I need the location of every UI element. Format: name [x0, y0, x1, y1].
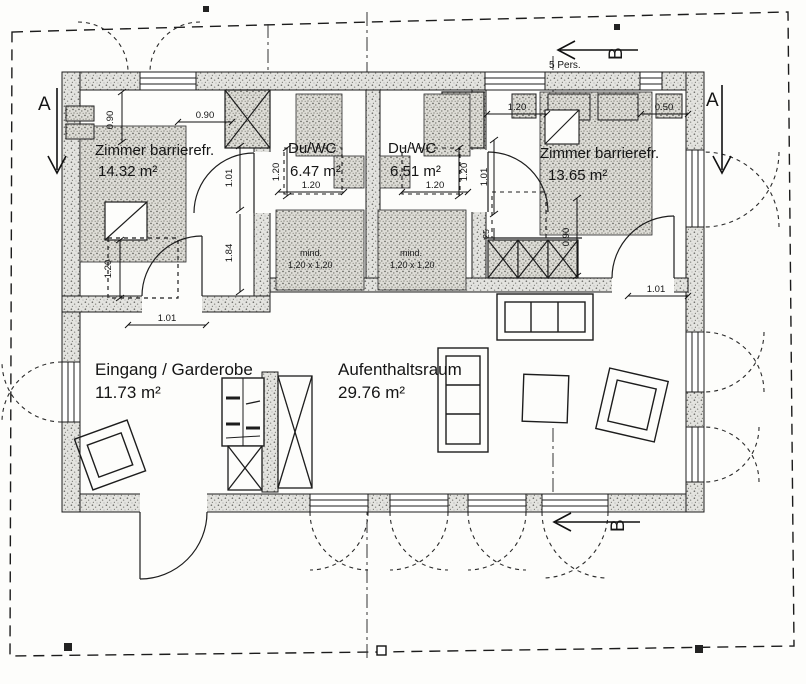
- clearance-zone-duwc-right: [401, 147, 461, 195]
- wc: [379, 155, 411, 189]
- clearance-area: [377, 209, 467, 291]
- shower: [295, 93, 343, 157]
- boundary-marker: [614, 24, 620, 30]
- dim-090-h-left: 0.90: [196, 110, 215, 121]
- garderobe-cabinet: [221, 377, 265, 447]
- dim-101-h-right: 1.01: [647, 284, 666, 295]
- room-label-living: Aufenthaltsraum: [338, 360, 462, 379]
- window: [389, 494, 449, 512]
- room-area-bedroom-left: 14.32 m²: [98, 163, 157, 180]
- clearance-zone-bedroom-right: [491, 191, 547, 239]
- sofa-left: [437, 347, 489, 453]
- room-label-bedroom-left: Zimmer barrierefr.: [95, 142, 214, 159]
- site-boundary: [9, 6, 795, 657]
- min-clearance-duwc-left-1: mind.: [300, 248, 322, 258]
- window: [686, 331, 704, 393]
- window: [62, 361, 80, 423]
- bed-right: [511, 91, 683, 236]
- boundary-marker: [64, 643, 72, 651]
- dim-25-wall: 25: [481, 229, 491, 239]
- clearance-zone-duwc-left: [283, 147, 343, 195]
- persons-note: 5 Pers.: [549, 60, 581, 71]
- dim-101-h-left: 1.01: [158, 313, 177, 324]
- sofa-top: [496, 293, 594, 341]
- table: [521, 373, 570, 424]
- exterior-door-swings: [1, 21, 780, 579]
- pillow: [597, 93, 639, 121]
- section-label-b-top: B: [606, 47, 627, 60]
- armchair-entrance: [73, 419, 147, 491]
- window: [639, 72, 663, 90]
- window: [686, 426, 704, 483]
- section-markers: [47, 40, 732, 532]
- room-label-entrance: Eingang / Garderobe: [95, 360, 253, 379]
- dim-120-duwc2-h: 1.20: [426, 180, 445, 191]
- room-area-living: 29.76 m²: [338, 383, 405, 402]
- entrance-wardrobe-x: [227, 375, 313, 491]
- nightstand: [65, 123, 95, 140]
- dimension-labels: 0.90 0.90 1.20 1.01 1.84 1.01 1.20 1.20 …: [103, 102, 673, 324]
- boundary-marker: [376, 645, 387, 656]
- window: [484, 72, 546, 90]
- section-label-a-left: A: [38, 94, 51, 115]
- clearance-zone-bedroom-left: [107, 237, 179, 299]
- min-clearance-duwc-left-2: 1,20 x 1,20: [288, 260, 333, 270]
- windows: [62, 72, 704, 512]
- room-area-bedroom-right: 13.65 m²: [548, 167, 607, 184]
- armchair-living: [594, 367, 670, 443]
- nightstand: [65, 105, 95, 122]
- dim-120-duwc1-h: 1.20: [302, 180, 321, 191]
- room-area-entrance: 11.73 m²: [95, 383, 161, 402]
- window: [686, 149, 704, 228]
- section-label-b-bottom: B: [608, 519, 629, 532]
- dim-120-bedleft: 1.20: [103, 260, 114, 279]
- min-clearance-duwc-right-1: mind.: [400, 248, 422, 258]
- dimension-lines: [115, 88, 692, 329]
- wc: [333, 155, 365, 189]
- window: [139, 72, 197, 90]
- duwc-right-fixtures: [377, 93, 471, 291]
- dim-101-v: 1.01: [224, 169, 235, 188]
- room-area-duwc-left: 6.47 m²: [290, 163, 341, 180]
- dim-120-duwc1-v: 1.20: [271, 163, 282, 182]
- room-label-duwc-left: Du/WC: [288, 140, 337, 157]
- dim-101-bedright: 1.01: [479, 168, 490, 187]
- wardrobe-right: [484, 237, 582, 279]
- room-label-duwc-right: Du/WC: [388, 140, 437, 157]
- boundary-marker: [203, 6, 209, 12]
- boundary-marker: [695, 645, 703, 653]
- door-openings: [140, 150, 674, 513]
- dim-120-duwc2-v: 1.20: [459, 163, 470, 182]
- section-label-a-right: A: [706, 90, 719, 111]
- dim-090-v-left: 0.90: [105, 111, 116, 130]
- interior-doors: [139, 151, 675, 580]
- bed-left: [65, 105, 187, 263]
- duwc-left-fixtures: [275, 93, 365, 291]
- clearance-area: [275, 209, 365, 291]
- dim-050-top: 0.50: [655, 102, 674, 113]
- dim-090-bedright: 0.90: [561, 228, 572, 247]
- window: [541, 494, 609, 512]
- min-clearance-duwc-right-2: 1,20 x 1,20: [390, 260, 435, 270]
- dim-120-bedright-top: 1.20: [508, 102, 527, 113]
- dim-184-v: 1.84: [224, 244, 235, 263]
- wall-central: [269, 277, 689, 293]
- room-area-duwc-right: 6.51 m²: [390, 163, 441, 180]
- window: [467, 494, 527, 512]
- window: [309, 494, 369, 512]
- room-label-bedroom-right: Zimmer barrierefr.: [540, 145, 659, 162]
